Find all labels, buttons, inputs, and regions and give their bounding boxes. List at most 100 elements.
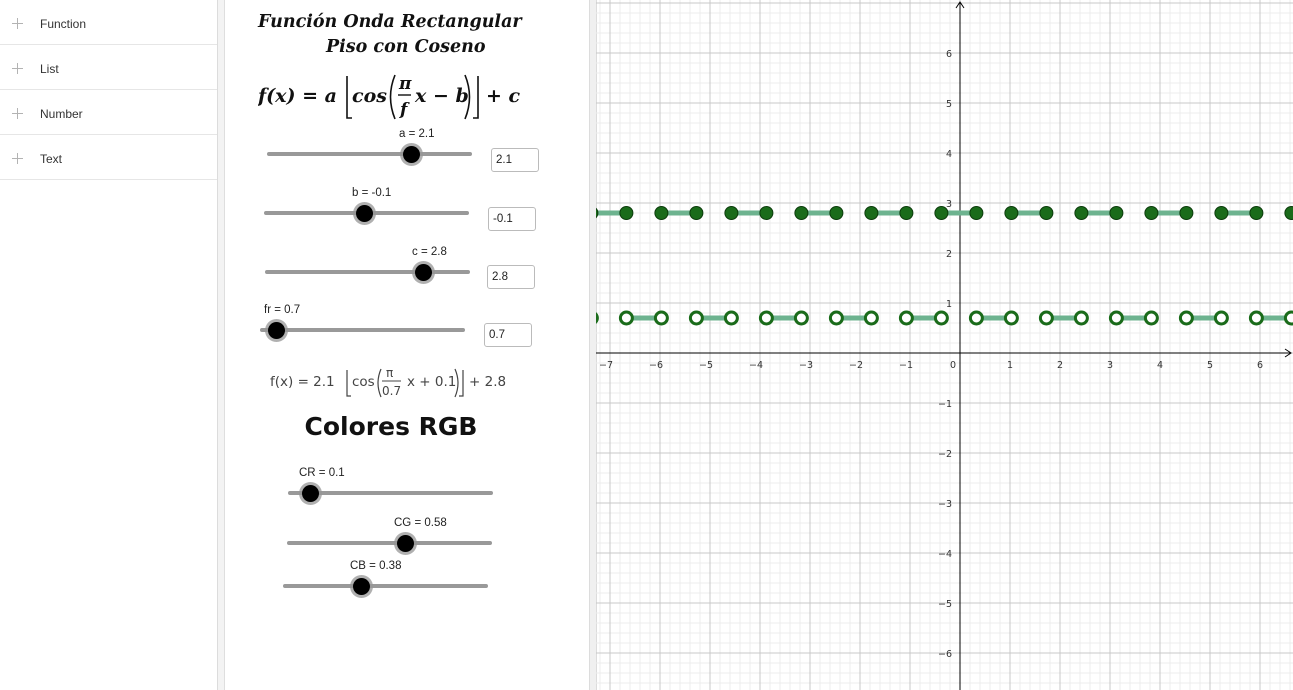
slider-a-knob[interactable] (403, 146, 420, 163)
endpoint-filled[interactable] (1284, 206, 1293, 220)
y-tick-label: 3 (946, 199, 952, 210)
algebra-item-list[interactable]: List (0, 45, 217, 90)
x-tick-label: 0 (950, 360, 956, 371)
endpoint-open[interactable] (653, 310, 669, 326)
endpoint-filled[interactable] (1039, 206, 1054, 220)
endpoint-open[interactable] (793, 310, 809, 326)
x-tick-label: −6 (649, 360, 663, 371)
slider-cr-label: CR = 0.1 (299, 467, 345, 479)
slider-b-input[interactable] (488, 207, 536, 231)
slider-cg-track[interactable] (287, 541, 492, 545)
y-tick-label: −3 (938, 499, 952, 510)
endpoint-open[interactable] (688, 310, 704, 326)
endpoint-open[interactable] (1108, 310, 1124, 326)
endpoint-filled[interactable] (864, 206, 879, 220)
slider-cb-knob[interactable] (353, 578, 370, 595)
slider-cr-track[interactable] (288, 491, 493, 495)
view-divider[interactable] (589, 0, 597, 690)
endpoint-open[interactable] (596, 312, 599, 324)
algebra-item-label: List (40, 62, 59, 76)
expand-plus-icon[interactable] (11, 152, 24, 165)
endpoint-filled[interactable] (724, 206, 739, 220)
endpoint-open[interactable] (723, 310, 739, 326)
endpoint-open[interactable] (1038, 310, 1054, 326)
endpoint-open[interactable] (828, 310, 844, 326)
svg-text:π: π (386, 366, 393, 380)
y-tick-label: −2 (938, 449, 952, 460)
slider-c-track[interactable] (265, 270, 470, 274)
endpoint-filled[interactable] (654, 206, 669, 220)
slider-c-label: c = 2.8 (412, 246, 447, 258)
endpoint-filled[interactable] (1109, 206, 1124, 220)
y-tick-label: 6 (946, 49, 952, 60)
endpoint-filled[interactable] (759, 206, 774, 220)
function-value-display: f(x) = 2.1 cos π 0.7 x + 0.1 + 2.8 (270, 366, 506, 398)
slider-cb-label: CB = 0.38 (350, 560, 402, 572)
algebra-item-function[interactable]: Function (0, 0, 217, 45)
endpoint-open[interactable] (1283, 310, 1293, 326)
slider-c-knob[interactable] (415, 264, 432, 281)
endpoint-filled[interactable] (689, 206, 704, 220)
slider-a-track[interactable] (267, 152, 472, 156)
slider-fr-knob[interactable] (268, 322, 285, 339)
endpoint-filled[interactable] (1144, 206, 1159, 220)
endpoint-filled[interactable] (1004, 206, 1019, 220)
y-tick-label: 5 (946, 99, 952, 110)
endpoint-filled[interactable] (829, 206, 844, 220)
y-tick-label: 2 (946, 249, 952, 260)
endpoint-filled[interactable] (969, 206, 984, 220)
slider-b-knob[interactable] (356, 205, 373, 222)
endpoint-filled[interactable] (619, 206, 634, 220)
endpoint-filled[interactable] (934, 206, 949, 220)
x-axis-arrow-icon (1284, 348, 1292, 358)
slider-fr-track[interactable] (260, 328, 465, 332)
x-tick-label: −5 (699, 360, 713, 371)
x-tick-label: 4 (1157, 360, 1163, 371)
endpoint-filled[interactable] (899, 206, 914, 220)
endpoint-filled[interactable] (794, 206, 809, 220)
endpoint-filled[interactable] (1249, 206, 1264, 220)
svg-text:cos: cos (352, 85, 387, 107)
svg-text:0.7: 0.7 (382, 384, 401, 398)
slider-b-label: b = -0.1 (352, 187, 392, 199)
endpoint-open[interactable] (933, 310, 949, 326)
svg-text:f(x) = 2.1: f(x) = 2.1 (270, 374, 335, 390)
expand-plus-icon[interactable] (11, 107, 24, 120)
algebra-item-text[interactable]: Text (0, 135, 217, 180)
slider-a-input[interactable] (491, 148, 539, 172)
endpoint-open[interactable] (1213, 310, 1229, 326)
panel-separator[interactable] (218, 0, 225, 690)
endpoint-filled[interactable] (1179, 206, 1194, 220)
y-tick-label: −5 (938, 599, 952, 610)
x-tick-label: 3 (1107, 360, 1113, 371)
endpoint-open[interactable] (1143, 310, 1159, 326)
svg-text:f: f (399, 100, 410, 120)
slider-cr-knob[interactable] (302, 485, 319, 502)
endpoint-open[interactable] (898, 310, 914, 326)
svg-text:cos: cos (352, 374, 375, 390)
title-line-2: Piso con Coseno (326, 37, 486, 57)
slider-cg-knob[interactable] (397, 535, 414, 552)
endpoint-open[interactable] (863, 310, 879, 326)
slider-fr-input[interactable] (484, 323, 532, 347)
endpoint-filled[interactable] (596, 207, 599, 220)
endpoint-open[interactable] (968, 310, 984, 326)
endpoint-open[interactable] (1003, 310, 1019, 326)
endpoint-open[interactable] (1073, 310, 1089, 326)
x-tick-label: 2 (1057, 360, 1063, 371)
x-tick-label: 6 (1257, 360, 1263, 371)
endpoint-open[interactable] (1248, 310, 1264, 326)
endpoint-open[interactable] (758, 310, 774, 326)
endpoint-filled[interactable] (1214, 206, 1229, 220)
endpoint-open[interactable] (1178, 310, 1194, 326)
slider-cb-track[interactable] (283, 584, 488, 588)
expand-plus-icon[interactable] (11, 17, 24, 30)
slider-fr-label: fr = 0.7 (264, 304, 301, 316)
expand-plus-icon[interactable] (11, 62, 24, 75)
endpoint-open[interactable] (618, 310, 634, 326)
algebra-item-number[interactable]: Number (0, 90, 217, 135)
slider-c-input[interactable] (487, 265, 535, 289)
endpoint-filled[interactable] (1074, 206, 1089, 220)
svg-text:π: π (398, 74, 412, 94)
